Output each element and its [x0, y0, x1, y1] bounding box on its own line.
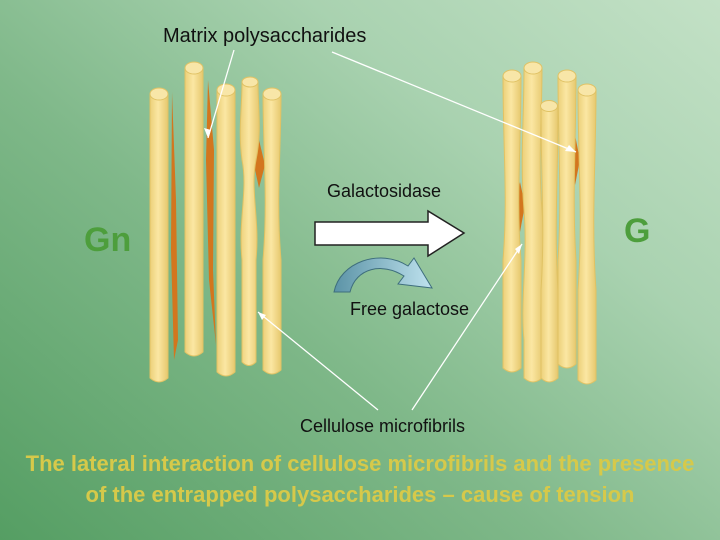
cellulose-microfibril: [262, 87, 282, 375]
arrowhead-icon: [204, 128, 211, 138]
fibril-bundle-gn: [149, 61, 282, 383]
cellulose-microfibrils-label: Cellulose microfibrils: [300, 416, 466, 436]
galactosidase-label: Galactosidase: [327, 181, 442, 201]
arrowhead-icon: [565, 145, 576, 152]
polysaccharide-strand: [206, 80, 216, 345]
cellulose-microfibril: [239, 76, 260, 366]
free-galactose-label: Free galactose: [350, 299, 470, 319]
polysaccharide-strand: [171, 92, 178, 360]
cellulose-microfibril: [184, 61, 204, 357]
cellulose-microfibril: [540, 100, 559, 383]
reaction-arrow-icon: [314, 209, 466, 258]
pointer-arrowheads: [204, 128, 576, 320]
pointer-matrix-right: [331, 51, 577, 153]
cellulose-microfibril: [521, 61, 544, 383]
pointer-cellulose-right: [411, 243, 523, 411]
cellulose-microfibril: [577, 83, 597, 385]
cellulose-microfibril: [502, 69, 522, 373]
caption: The lateral interaction of cellulose mic…: [25, 451, 695, 507]
gn-label: Gn: [84, 221, 132, 259]
pointer-matrix-left: [207, 49, 235, 139]
cellulose-microfibril: [149, 87, 169, 383]
pointer-cellulose-left: [257, 311, 379, 411]
arrowhead-icon: [515, 244, 522, 254]
fibril-bundle-g: [502, 61, 597, 385]
g-label: G: [624, 212, 651, 250]
cellulose-microfibril: [557, 69, 577, 369]
arrowhead-icon: [258, 312, 266, 320]
pointer-lines: [207, 49, 577, 411]
matrix-polysaccharides-label: Matrix polysaccharides: [163, 25, 367, 47]
cellulose-microfibril: [216, 83, 236, 377]
release-curve-arrow-icon: [333, 257, 433, 293]
